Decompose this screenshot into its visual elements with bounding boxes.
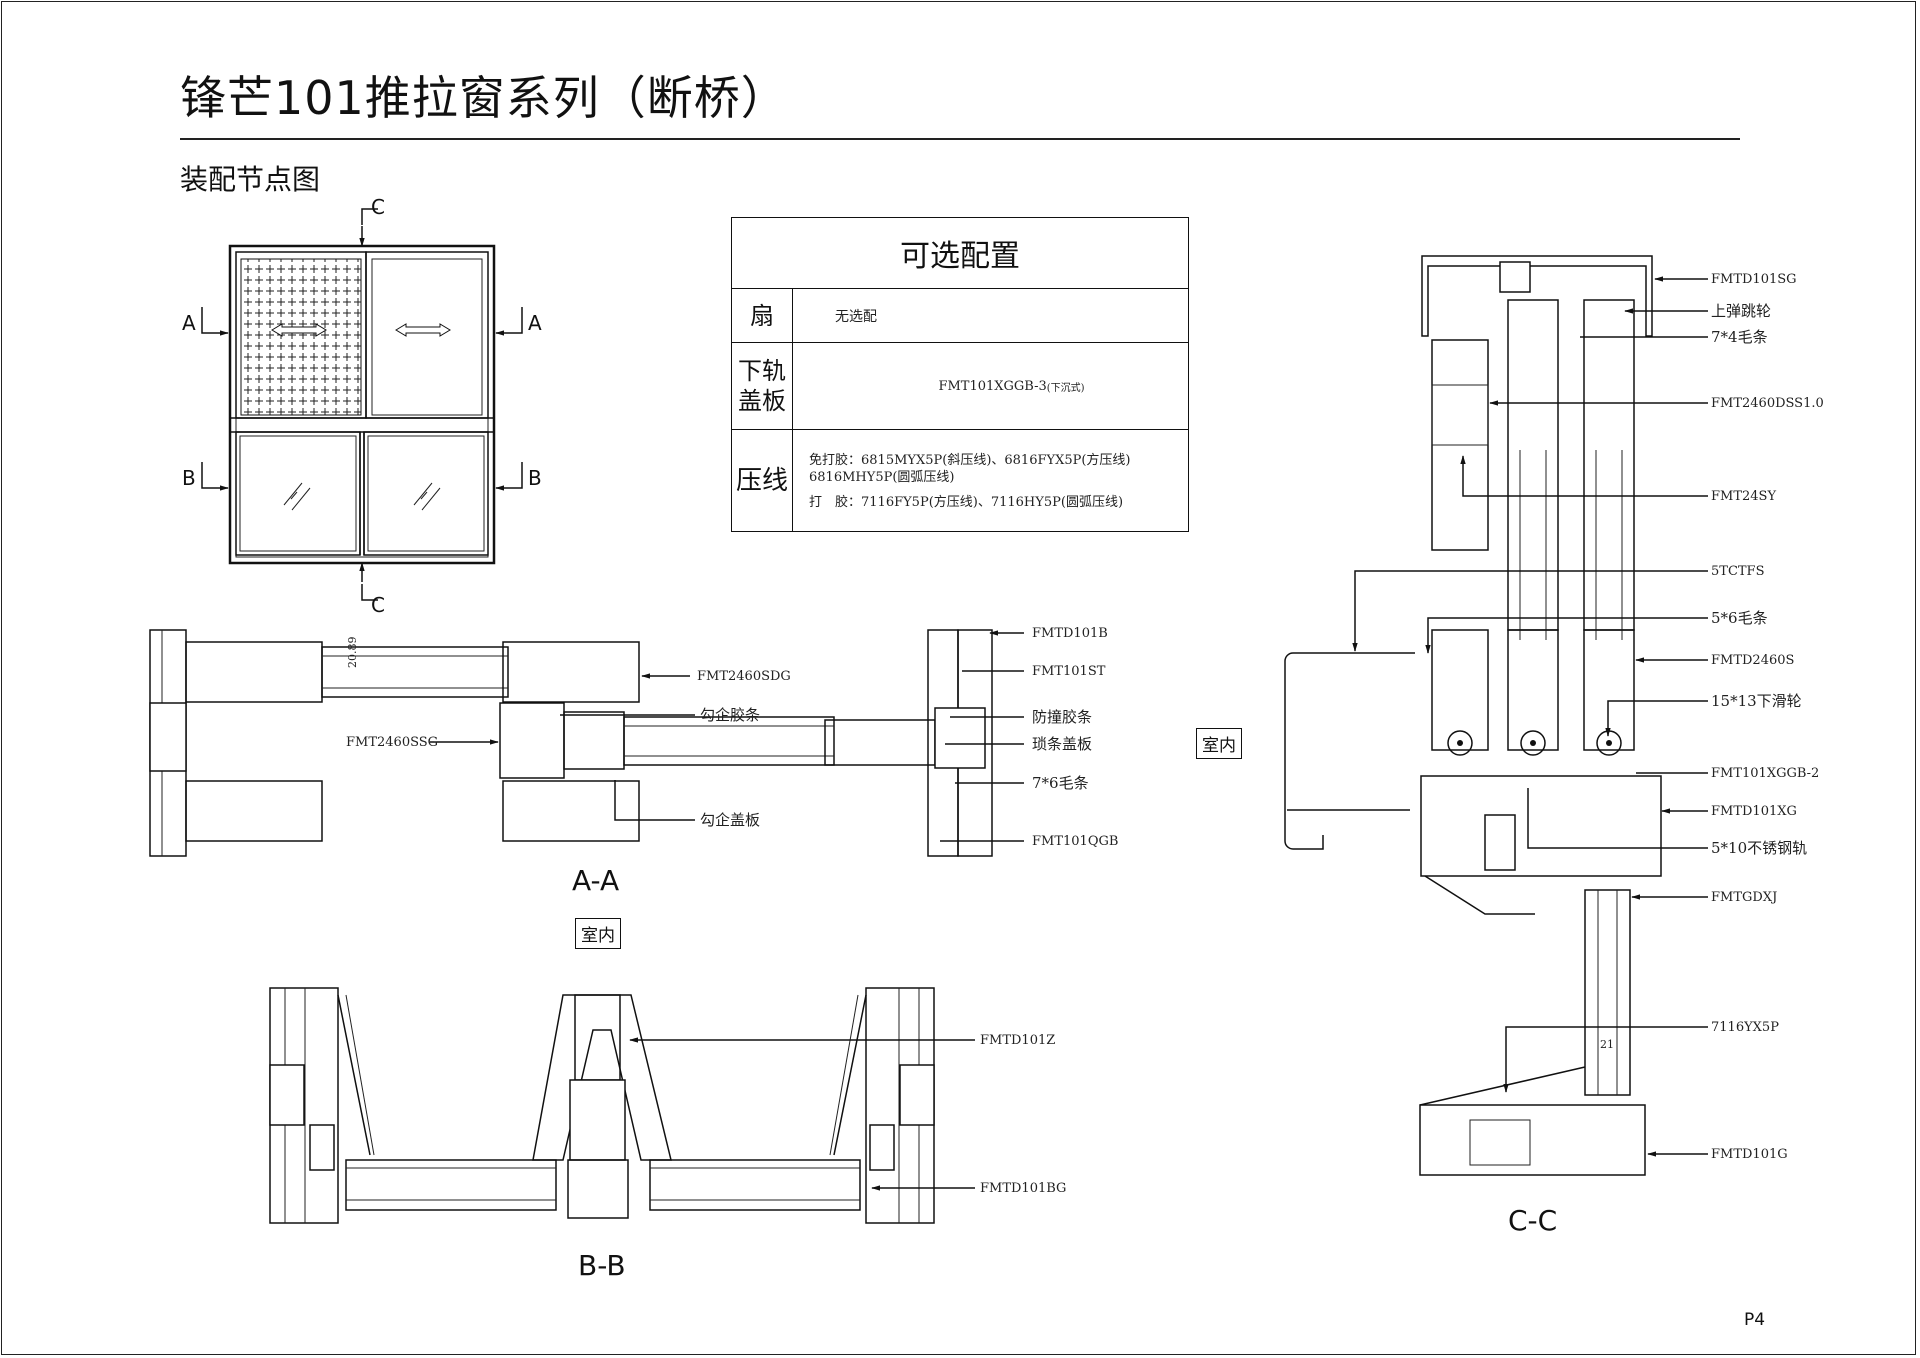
section-c-c: 21 C-C FMTD101SG 上弹跳轮 7*4毛条 FMT2460DSS1.… xyxy=(1284,255,1824,1237)
options-row-key: 下轨盖板 xyxy=(732,343,793,429)
label-fmtd2460s: FMTD2460S xyxy=(1711,653,1794,668)
options-table-header: 可选配置 xyxy=(732,218,1188,289)
indoor-label-bb: 室内 xyxy=(575,918,621,949)
dimension-20-89: 20.89 xyxy=(346,637,359,669)
interior-cover xyxy=(1284,652,1415,850)
label-fmtgdxj: FMTGDXJ xyxy=(1711,890,1777,905)
label-fmt2460dss1-0: FMT2460DSS1.0 xyxy=(1711,396,1824,411)
label-fmtd101xg: FMTD101XG xyxy=(1711,804,1797,819)
bottom-frame xyxy=(1419,1104,1646,1176)
sill-frame xyxy=(1420,775,1662,877)
cc-leaders xyxy=(1352,276,1708,1157)
roller-icon xyxy=(1447,730,1473,756)
label-7x6-brush-strip: 7*6毛条 xyxy=(1032,774,1089,792)
options-row-key: 压线 xyxy=(732,430,793,532)
label-fmtd101b: FMTD101B xyxy=(1032,626,1108,641)
options-row-value: 无选配 xyxy=(835,308,877,325)
sliding-sash xyxy=(365,251,489,419)
label-fmtd101g: FMTD101G xyxy=(1711,1147,1788,1162)
label-7116yx5p: 7116YX5P xyxy=(1711,1020,1779,1035)
label-top-jump-wheel: 上弹跳轮 xyxy=(1711,302,1771,320)
section-mark-c-bottom: C xyxy=(371,593,385,617)
slide-arrow-icon xyxy=(395,323,451,337)
bead-line-1: 免打胶：6815MYX5P(斜压线)、6816FYX5P(方压线) xyxy=(809,452,1131,468)
bead-line-2: 6816MHY5P(圆弧压线) xyxy=(809,469,955,485)
label-hook-seal: 勾企胶条 xyxy=(700,706,760,724)
label-fmtd101bg: FMTD101BG xyxy=(980,1181,1066,1196)
label-hook-cover: 勾企盖板 xyxy=(700,811,760,829)
label-fmt24sy: FMT24SY xyxy=(1711,489,1776,504)
label-bottom-roller: 15*13下滑轮 xyxy=(1711,692,1802,710)
label-7x4-brush-strip: 7*4毛条 xyxy=(1711,328,1768,346)
insect-screen xyxy=(240,258,362,416)
options-row-value: FMT101XGGB-3(下沉式) xyxy=(793,343,1188,429)
options-row-sash: 扇 无选配 xyxy=(732,289,1188,343)
label-fmt101qgb: FMT101QGB xyxy=(1032,834,1118,849)
section-b-b-caption: B-B xyxy=(578,1249,626,1282)
glass-mark-icon xyxy=(283,482,311,511)
label-5tctfs: 5TCTFS xyxy=(1711,564,1765,579)
section-mark-a-left: A xyxy=(182,311,196,335)
options-table: 可选配置 扇 无选配 下轨盖板 FMT101XGGB-3(下沉式) 压线 免打胶… xyxy=(731,217,1189,532)
bead-line-3: 打 胶：7116FY5P(方压线)、7116HY5P(圆弧压线) xyxy=(809,494,1124,510)
section-a-a-caption: A-A xyxy=(572,864,619,897)
label-fmt101xggb-2: FMT101XGGB-2 xyxy=(1711,766,1819,781)
page-number: P4 xyxy=(1744,1310,1766,1330)
slide-arrow-icon xyxy=(271,323,327,337)
section-mark-c-top: C xyxy=(371,195,385,219)
label-5x6-brush-strip: 5*6毛条 xyxy=(1711,609,1768,627)
section-mark-b-right: B xyxy=(528,466,542,490)
label-fmt2460ssg: FMT2460SSG xyxy=(346,735,438,750)
label-fmt101st: FMT101ST xyxy=(1032,664,1106,679)
section-b-b: B-B FMTD101Z FMTD101BG xyxy=(269,987,1066,1282)
glass-unit xyxy=(321,646,509,698)
section-mark-b-left: B xyxy=(182,466,196,490)
title-divider xyxy=(180,138,1740,140)
label-fmt2460sdg: FMT2460SDG xyxy=(697,669,791,684)
page-subtitle: 装配节点图 xyxy=(180,163,321,196)
rail-cover-note: (下沉式) xyxy=(1046,382,1085,394)
options-row-value: 免打胶：6815MYX5P(斜压线)、6816FYX5P(方压线) 6816MH… xyxy=(793,430,1188,532)
indoor-label-cc: 室内 xyxy=(1196,728,1242,759)
fixed-pane-left xyxy=(235,431,361,556)
roller-icon xyxy=(1520,730,1546,756)
transom xyxy=(229,417,495,433)
label-stainless-rail: 5*10不锈钢轨 xyxy=(1711,839,1807,857)
options-row-rail-cover: 下轨盖板 FMT101XGGB-3(下沉式) xyxy=(732,343,1188,430)
label-fmtd101sg: FMTD101SG xyxy=(1711,272,1797,287)
options-row-key: 扇 xyxy=(732,289,793,342)
label-anti-collision-strip: 防撞胶条 xyxy=(1032,708,1092,726)
window-elevation: C C A A B B xyxy=(182,195,542,617)
options-row-glazing-bead: 压线 免打胶：6815MYX5P(斜压线)、6816FYX5P(方压线) 681… xyxy=(732,430,1188,532)
section-c-c-caption: C-C xyxy=(1508,1204,1557,1237)
label-fmtd101z: FMTD101Z xyxy=(980,1033,1055,1048)
section-mark-a-right: A xyxy=(528,311,542,335)
glass-mark-icon xyxy=(413,482,441,511)
head-frame xyxy=(1421,255,1653,337)
rail-cover-model: FMT101XGGB-3 xyxy=(938,378,1047,394)
lower-glass xyxy=(1584,889,1631,1096)
label-lock-strip-cover: 琐条盖板 xyxy=(1032,735,1092,753)
page-title: 锋芒101推拉窗系列（断桥） xyxy=(180,71,788,125)
dimension-21: 21 xyxy=(1600,1038,1614,1051)
section-a-a: 20.89 A-A FMT2460SDG 勾企胶条 FMT2460SSG 勾企盖… xyxy=(149,626,1118,897)
